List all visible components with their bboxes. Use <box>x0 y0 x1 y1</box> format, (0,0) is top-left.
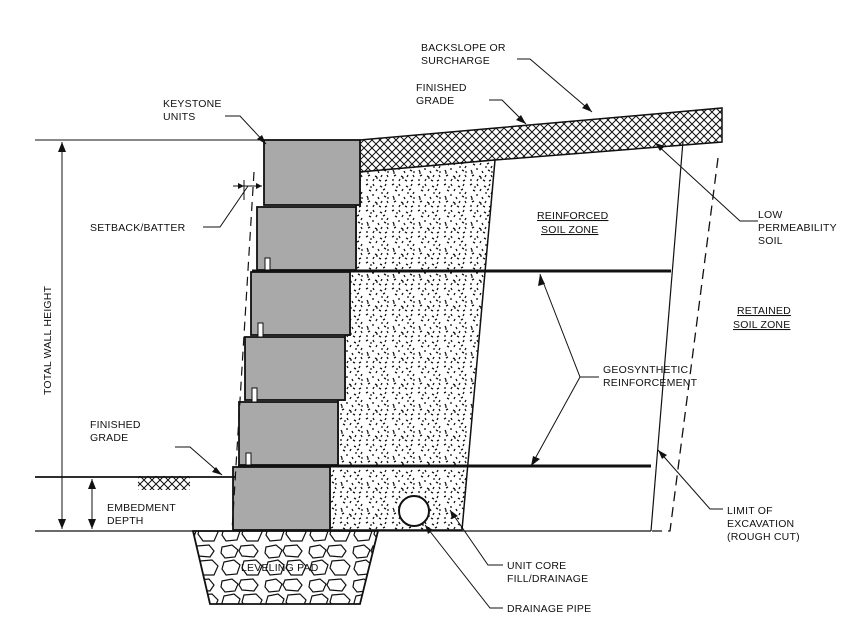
label-retained-1: RETAINED <box>737 305 791 317</box>
label-finished-grade-top-1: FINISHED <box>416 82 467 94</box>
keystone-block-5 <box>238 401 339 466</box>
label-low-perm-3: SOIL <box>758 235 783 247</box>
label-core-fill-1: UNIT CORE <box>507 560 566 572</box>
keystone-units <box>232 139 361 531</box>
label-limit-2: EXCAVATION <box>727 518 794 530</box>
label-low-perm-2: PERMEABILITY <box>758 222 837 234</box>
label-core-fill-2: FILL/DRAINAGE <box>507 573 588 585</box>
label-backslope-2: SURCHARGE <box>421 55 490 67</box>
keystone-block-3 <box>250 271 351 336</box>
label-retained-2: SOIL ZONE <box>733 319 790 331</box>
label-setback: SETBACK/BATTER <box>90 222 186 234</box>
label-keystone-2: UNITS <box>163 111 196 123</box>
embedment-arrow-top <box>88 479 96 489</box>
keystone-block-1 <box>263 139 361 206</box>
leader-lines <box>175 58 758 609</box>
drainage-pipe <box>398 495 430 527</box>
label-embedment-1: EMBEDMENT <box>107 502 176 514</box>
label-reinforced-2: SOIL ZONE <box>541 224 598 236</box>
label-finished-grade-bottom-2: GRADE <box>90 432 128 444</box>
label-embedment-2: DEPTH <box>107 515 144 527</box>
label-limit-3: (ROUGH CUT) <box>727 531 800 543</box>
keystone-block-4 <box>244 336 346 401</box>
label-limit-1: LIMIT OF <box>727 505 773 517</box>
grade-hatch <box>138 476 190 490</box>
label-keystone-1: KEYSTONE <box>163 98 222 110</box>
keystone-block-2 <box>256 206 357 271</box>
label-finished-grade-top-2: GRADE <box>416 95 454 107</box>
label-geo-2: REINFORCEMENT <box>603 377 698 389</box>
label-total-height: TOTAL WALL HEIGHT <box>42 285 54 395</box>
excavation-limit <box>651 157 719 532</box>
label-leveling-pad: LEVELING PAD <box>241 562 319 574</box>
label-geo-1: GEOSYNTHETIC <box>603 364 688 376</box>
reinforced-zone-boundary <box>650 140 684 532</box>
keystone-block-6 <box>232 466 331 531</box>
embedment-arrow-bottom <box>88 519 96 529</box>
setback-arrow-left <box>238 183 244 189</box>
leader-arrowheads <box>212 103 667 534</box>
label-reinforced-1: REINFORCED <box>537 210 609 222</box>
height-arrow-top <box>58 142 66 152</box>
setback-arrow-right <box>256 183 262 189</box>
low-permeability-soil <box>359 107 723 173</box>
label-drainage-pipe: DRAINAGE PIPE <box>507 603 591 615</box>
label-low-perm-1: LOW <box>758 209 783 221</box>
label-backslope-1: BACKSLOPE OR <box>421 42 506 54</box>
height-arrow-bottom <box>58 519 66 529</box>
label-finished-grade-bottom-1: FINISHED <box>90 419 141 431</box>
